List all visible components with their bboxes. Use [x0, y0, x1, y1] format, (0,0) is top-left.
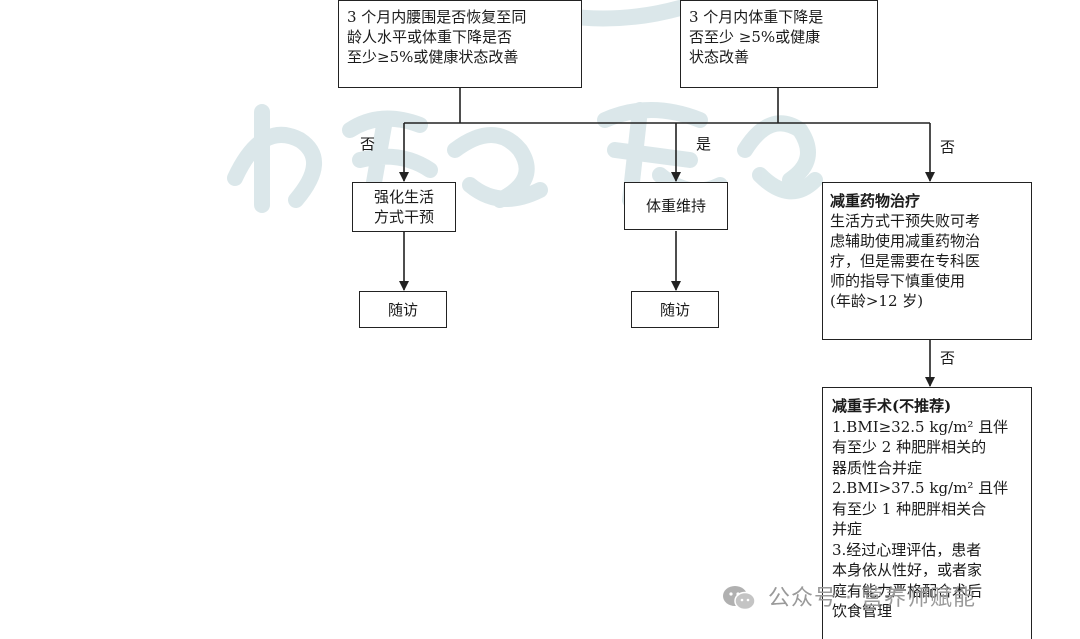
maintain-text: 体重维持: [645, 197, 706, 215]
watermark-text: 公众号 · 营养师赋能: [768, 586, 976, 611]
drug-therapy-box: 减重药物治疗 生活方式干预失败可考 虑辅助使用减重药物治 疗，但是需要在专科医 …: [822, 182, 1032, 340]
label-no-right: 否: [940, 138, 956, 156]
surgery-line-7: 3.经过心理评估，患者: [832, 540, 982, 559]
surgery-line-10: 饮食管理: [832, 602, 893, 620]
surgery-line-9: 庭有能力严格配合术后: [832, 581, 983, 600]
label-yes-middle: 是: [696, 135, 712, 153]
weight-check-box: 3 个月内体重下降是 否至少 ≥5%或健康 状态改善: [680, 0, 878, 88]
surgery-line-5: 有至少 1 种肥胖相关合: [832, 499, 987, 518]
label-no-down: 否: [940, 349, 956, 367]
waist-check-line-1: 3 个月内腰围是否恢复至同: [347, 8, 527, 26]
followup-box-middle: 随访: [631, 291, 719, 328]
label-no-left: 否: [360, 135, 376, 153]
followup-left-text: 随访: [387, 300, 418, 319]
drug-line-5: (年龄>12 岁): [830, 292, 924, 310]
wechat-icon: [723, 586, 756, 611]
drug-line-1: 生活方式干预失败可考: [830, 212, 981, 230]
surgery-box: 减重手术(不推荐) 1.BMI≥32.5 kg/m² 且伴 有至少 2 种肥胖相…: [822, 387, 1032, 639]
weight-check-line-3: 状态改善: [689, 48, 750, 66]
drug-line-2: 虑辅助使用减重药物治: [830, 232, 981, 250]
surgery-line-1: 1.BMI≥32.5 kg/m² 且伴: [832, 417, 1009, 436]
drug-line-4: 师的指导下慎重使用: [830, 272, 966, 290]
surgery-line-3: 器质性合并症: [832, 458, 923, 477]
followup-middle-text: 随访: [659, 300, 690, 319]
waist-check-line-3: 至少≥5%或健康状态改善: [347, 48, 519, 66]
lifestyle-line-1: 强化生活: [373, 188, 434, 206]
drug-therapy-title: 减重药物治疗: [830, 192, 921, 210]
waist-check-line-2: 龄人水平或体重下降是否: [347, 28, 513, 46]
surgery-title: 减重手术(不推荐): [832, 397, 952, 415]
lifestyle-intervention-box: 强化生活 方式干预: [352, 182, 456, 232]
surgery-line-4: 2.BMI>37.5 kg/m² 且伴: [832, 479, 1009, 497]
weight-maintain-box: 体重维持: [624, 182, 728, 230]
drug-line-3: 疗，但是需要在专科医: [830, 252, 981, 270]
surgery-line-8: 本身依从性好，或者家: [832, 561, 983, 579]
weight-check-line-1: 3 个月内体重下降是: [689, 8, 824, 26]
lifestyle-line-2: 方式干预: [373, 208, 434, 226]
surgery-line-2: 有至少 2 种肥胖相关的: [832, 438, 987, 456]
waist-check-box: 3 个月内腰围是否恢复至同 龄人水平或体重下降是否 至少≥5%或健康状态改善: [338, 0, 582, 88]
followup-box-left: 随访: [359, 291, 447, 328]
surgery-line-6: 并症: [832, 520, 863, 538]
weight-check-line-2: 否至少 ≥5%或健康: [689, 28, 821, 46]
